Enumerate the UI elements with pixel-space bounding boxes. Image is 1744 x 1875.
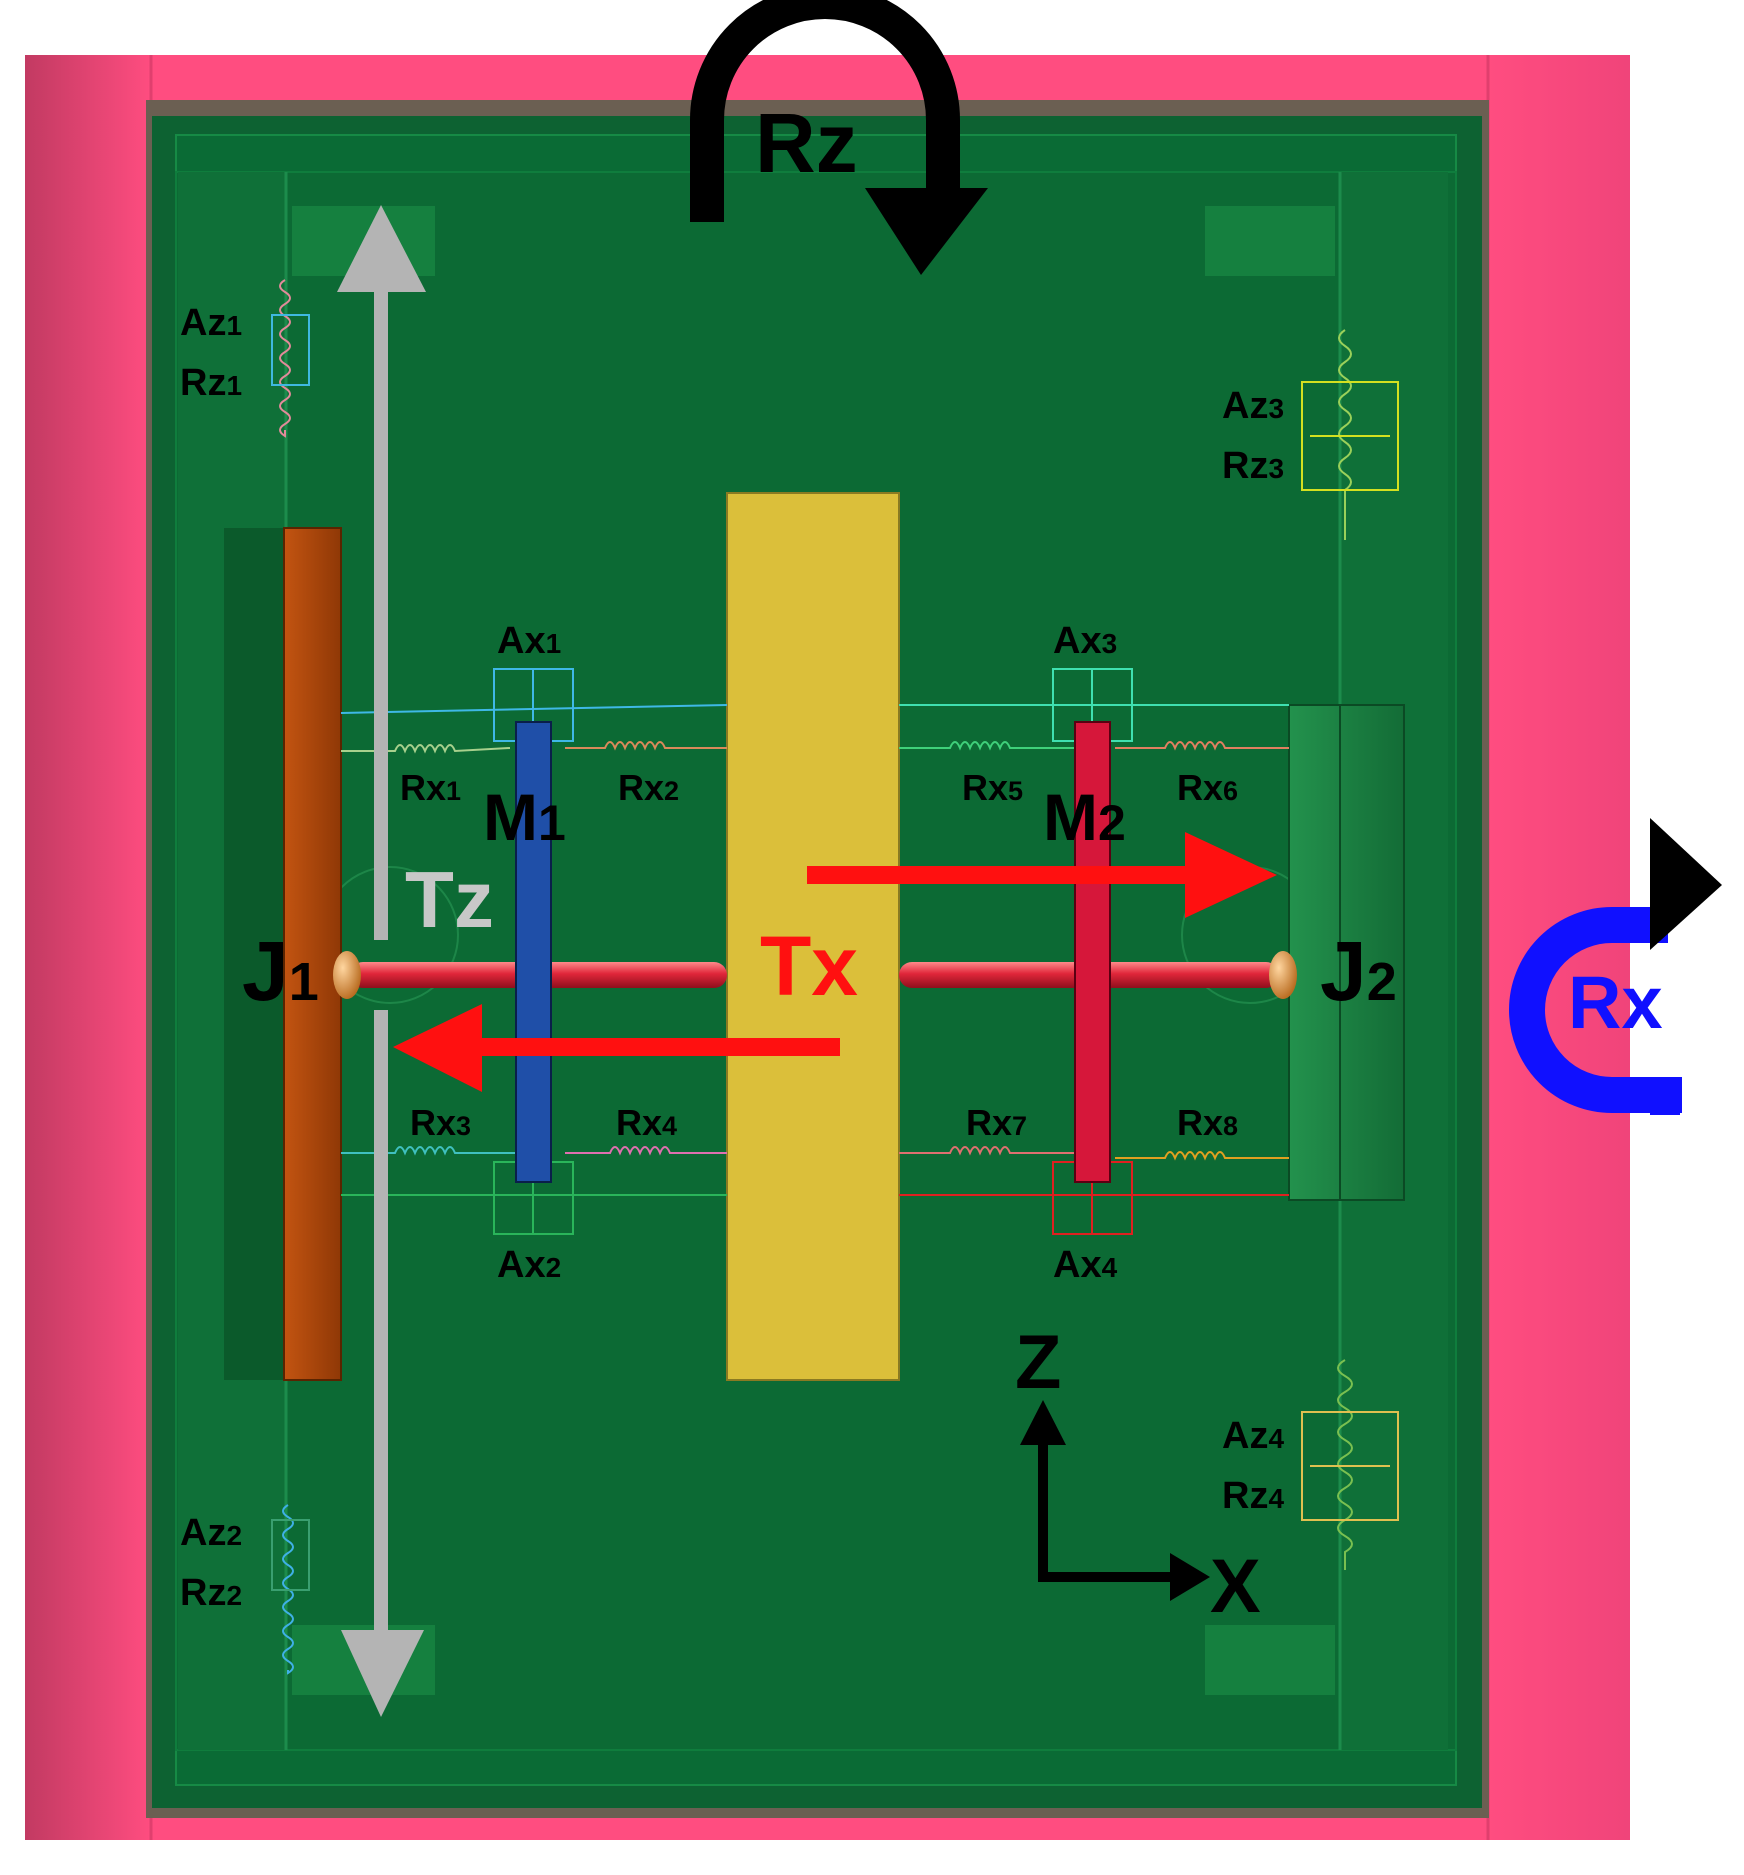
j1-plate-shadow [224, 528, 286, 1380]
tz-label: Tz [405, 855, 494, 944]
az4-label: Az4 [1222, 1415, 1284, 1457]
az2-label: Az2 [180, 1512, 242, 1554]
axis-x-line [1038, 1572, 1178, 1582]
damper-az4 [1301, 1411, 1399, 1521]
rx-arrow-head [1650, 818, 1722, 950]
center-block [726, 492, 900, 1381]
corner-pad-top-right [1205, 206, 1335, 276]
rx-arrow [1509, 818, 1722, 1115]
damper-az3 [1301, 381, 1399, 491]
corner-pad-bottom-right [1205, 1625, 1335, 1695]
tz-arrow-down-shaft [374, 1010, 388, 1640]
j2-plate-group [1288, 704, 1405, 1201]
ax3-label: Ax3 [1053, 620, 1117, 662]
springs [279, 279, 1353, 1675]
rz3-label: Rz3 [1222, 445, 1284, 487]
spring-rx5 [899, 741, 1080, 751]
m2-sub: 2 [1098, 795, 1126, 851]
j1-sub: 1 [289, 952, 319, 1012]
tz-arrow-up-shaft [374, 270, 388, 940]
axis-indicator [1020, 1400, 1210, 1601]
m1-bar [515, 721, 552, 1183]
az1-label: Az1 [180, 302, 242, 344]
spring-rx8 [1115, 1151, 1289, 1161]
j2-sub: 2 [1367, 952, 1397, 1012]
rx5-label: Rx5 [962, 767, 1023, 808]
damper-az1 [271, 314, 310, 386]
rx-right-label: Rx [1568, 961, 1663, 1044]
damper-az2 [271, 1519, 310, 1591]
rz-arrow-curve [690, 0, 960, 222]
rz4-label: Rz4 [1222, 1475, 1284, 1517]
rx4-label: Rx4 [616, 1102, 677, 1143]
j1-plate [283, 527, 342, 1381]
rx2-label: Rx2 [618, 767, 679, 808]
spring-rx7 [899, 1146, 1080, 1156]
tx-arrow-left-shaft [470, 1038, 840, 1056]
spring-rx3 [341, 1146, 520, 1156]
rz-arrow-head [865, 188, 988, 275]
rx1-label: Rx1 [400, 767, 461, 808]
spring-az3 [1338, 329, 1352, 540]
connection-lines [340, 704, 1289, 1196]
j1-label: J1 [242, 924, 319, 1018]
j2-plate [1288, 704, 1405, 1201]
shaft-nut-right [1269, 951, 1297, 999]
tx-label: Tx [760, 919, 858, 1013]
spring-az1 [279, 279, 291, 438]
az3-label: Az3 [1222, 385, 1284, 427]
frame-left-side [25, 55, 151, 1840]
damper-labels: Ax1 Ax2 Ax3 Ax4 [497, 620, 1118, 1286]
tx-arrow-right-head [1185, 832, 1277, 918]
spring-rx1 [341, 744, 511, 754]
rx3-label: Rx3 [410, 1102, 471, 1143]
tx-arrow [393, 832, 1277, 1092]
j1-plate-group [224, 527, 342, 1381]
axis-z-head [1020, 1400, 1066, 1445]
shaft-nut-left [333, 951, 361, 999]
m2-label: M2 [1043, 780, 1126, 854]
rx7-label: Rx7 [966, 1102, 1027, 1143]
rz-arrow [690, 0, 988, 275]
axis-x-label: X [1210, 1544, 1261, 1629]
ax1-label: Ax1 [497, 620, 561, 662]
tz-arrow [337, 205, 426, 1717]
ax2-label: Ax2 [497, 1244, 561, 1286]
axis-x-head [1170, 1553, 1210, 1601]
m2-bar [1074, 721, 1111, 1183]
m1-label: M1 [483, 780, 566, 854]
rx8-label: Rx8 [1177, 1102, 1238, 1143]
axis-z-label: Z [1015, 1320, 1061, 1405]
rz2-label: Rz2 [180, 1572, 242, 1614]
spring-rx4 [565, 1146, 727, 1156]
spring-rx2 [565, 741, 727, 751]
ax4-label: Ax4 [1053, 1244, 1118, 1286]
spring-rx6 [1115, 741, 1289, 751]
tz-arrow-up-head [337, 205, 426, 292]
tz-arrow-down-head [341, 1630, 424, 1717]
tx-arrow-left-head [393, 1004, 482, 1092]
j2-label: J2 [1320, 924, 1397, 1018]
rz1-label: Rz1 [180, 362, 242, 404]
spring-labels: Rx1 Rx2 Rx5 Rx6 Rx3 Rx4 Rx7 Rx8 [400, 767, 1238, 1143]
axis-z-line [1038, 1440, 1048, 1582]
rx6-label: Rx6 [1177, 767, 1238, 808]
vertical-spring-labels: Az1 Rz1 Az2 Rz2 Az3 Rz3 Az4 Rz4 [180, 302, 1284, 1614]
rx-arrow-curve [1509, 907, 1682, 1113]
rz-top-label: Rz [755, 96, 858, 190]
m1-sub: 1 [538, 795, 566, 851]
tx-arrow-right-shaft [807, 866, 1227, 884]
